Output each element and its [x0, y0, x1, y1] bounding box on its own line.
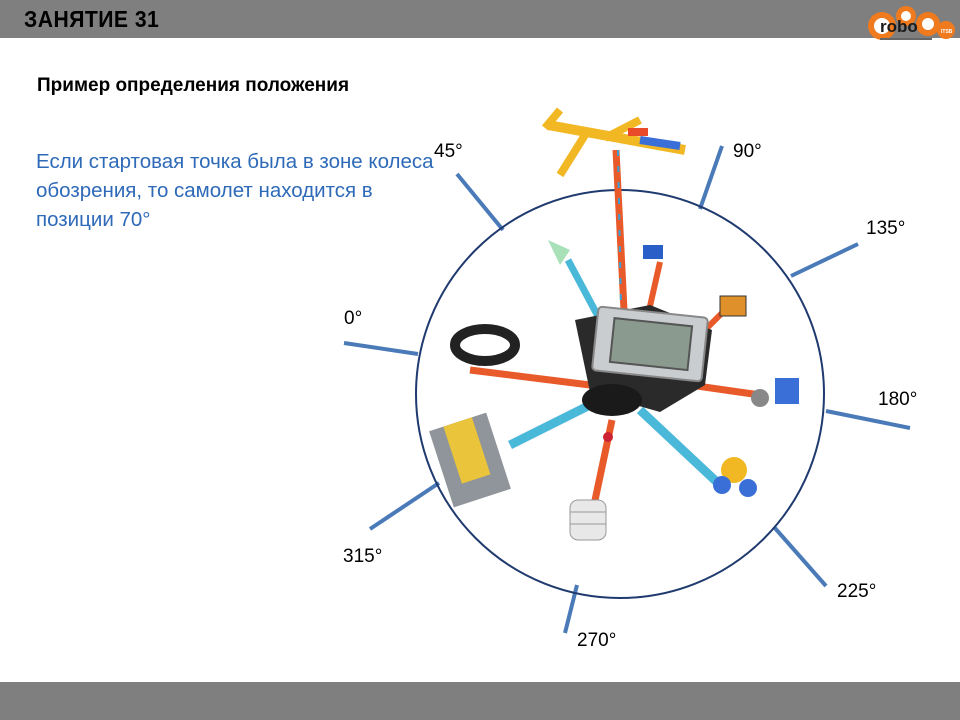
- logo-underline: [880, 38, 932, 40]
- lesson-title: ЗАНЯТИЕ 31: [24, 6, 160, 32]
- spoke-lower-right: [636, 406, 724, 489]
- angle-label-0: 0°: [344, 308, 363, 329]
- spoke-left: [469, 366, 591, 389]
- orange-module: [719, 295, 747, 317]
- gear-cluster-icon: [721, 457, 747, 483]
- angle-label-180: 180°: [878, 389, 918, 410]
- angle-label-270: 270°: [577, 630, 617, 651]
- header-bar: ЗАНЯТИЕ 31: [0, 0, 960, 38]
- angle-label-225: 225°: [837, 581, 877, 602]
- yellow-panel: [429, 412, 511, 508]
- pointer-180: [825, 409, 911, 430]
- slide-description: Если стартовая точка была в зоне колеса …: [36, 150, 434, 231]
- spoke-upper-left: [564, 258, 604, 322]
- tire-model: [450, 324, 520, 366]
- logo-badge: ITSB: [941, 29, 953, 35]
- controller-block: [575, 305, 712, 442]
- pointer-0: [343, 341, 419, 356]
- angle-label-315: 315°: [343, 546, 383, 567]
- green-flag: [548, 240, 570, 265]
- angle-label-45: 45°: [434, 141, 463, 162]
- blue-bracket: [775, 378, 799, 404]
- pointer-lines: [343, 145, 911, 634]
- small-wheel-icon: [751, 389, 769, 407]
- spoke-lower-left: [507, 400, 593, 450]
- pointer-135: [790, 242, 859, 278]
- blue-sensor: [643, 245, 663, 259]
- pointer-225: [772, 525, 828, 588]
- gear-icon: [868, 6, 955, 40]
- pointer-45: [455, 172, 505, 232]
- pointer-90: [698, 145, 724, 210]
- logo-wordmark: robo: [880, 17, 918, 36]
- footer-bar: [0, 682, 960, 720]
- angle-label-135: 135°: [866, 218, 906, 239]
- white-tower: [569, 499, 607, 541]
- angle-label-90: 90°: [733, 141, 762, 162]
- pointer-315: [368, 481, 441, 531]
- robot-model: [429, 107, 799, 541]
- slide-heading: Пример определения положения: [37, 75, 350, 96]
- robo-logo: robo ITSB: [868, 6, 955, 40]
- airplane-model: [541, 107, 686, 178]
